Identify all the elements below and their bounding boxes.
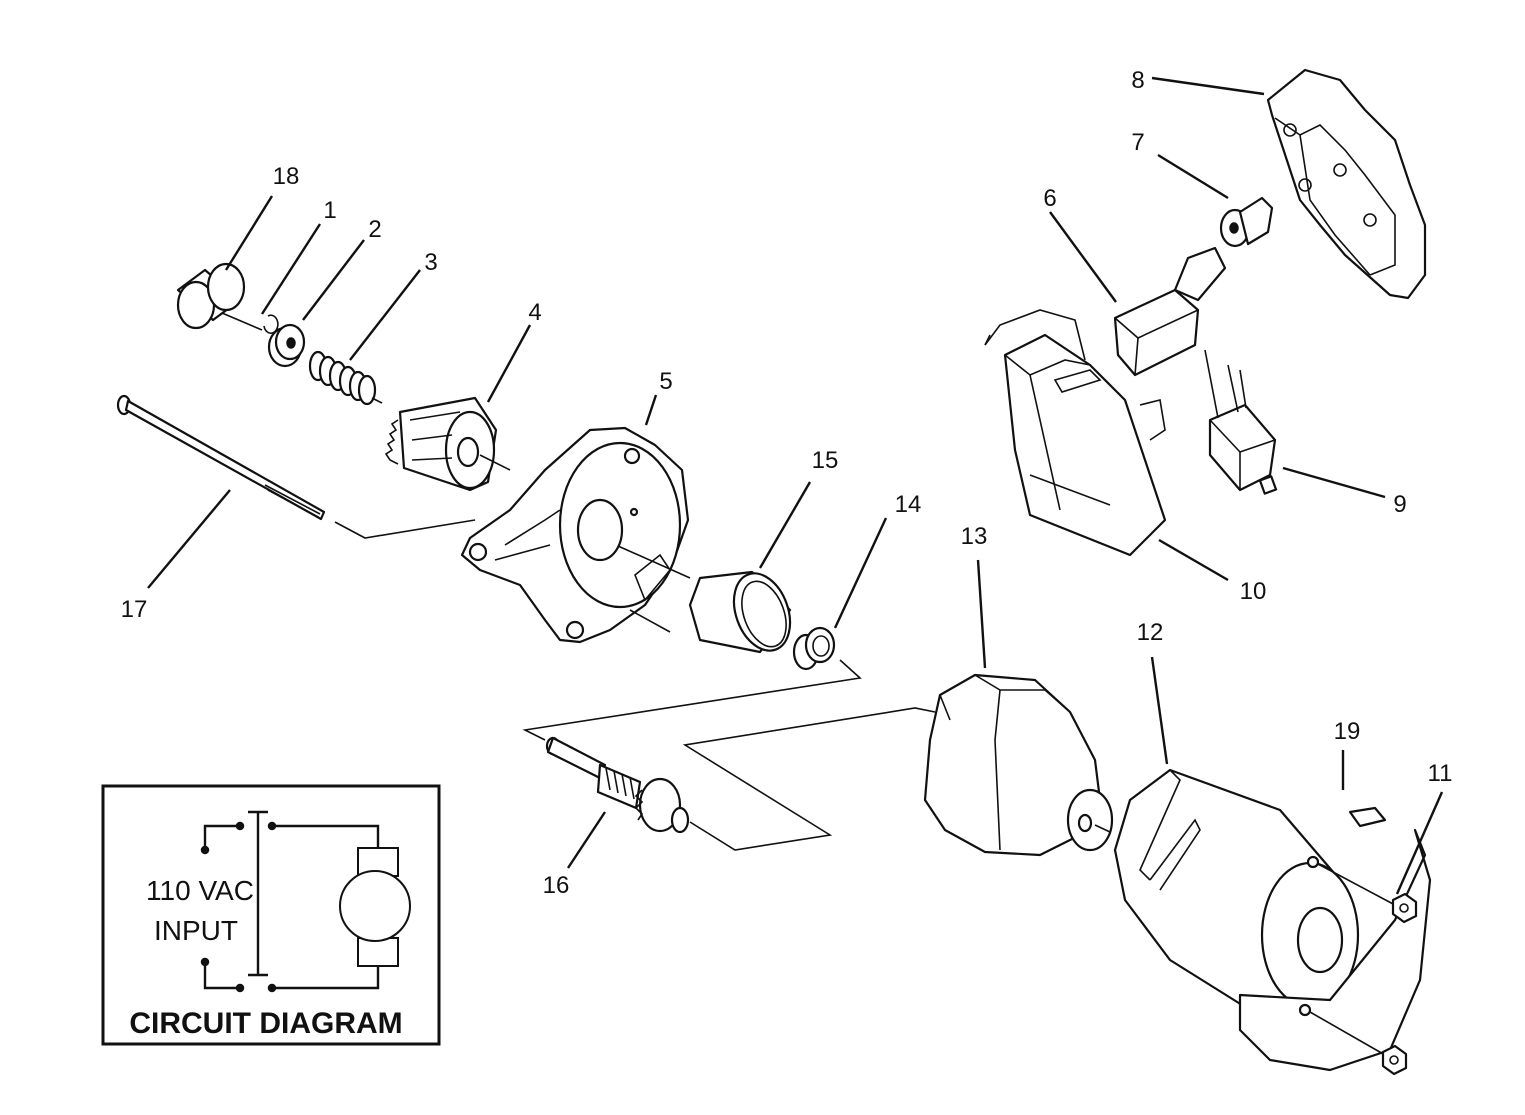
callout-7: 7 bbox=[1131, 129, 1144, 156]
callout-8: 8 bbox=[1131, 67, 1144, 94]
circuit-diagram-title: CIRCUIT DIAGRAM bbox=[129, 1007, 402, 1040]
part-7-lamp bbox=[1219, 196, 1274, 248]
part-18-bushing bbox=[176, 262, 246, 330]
part-9-connector bbox=[1204, 349, 1278, 495]
callout-3: 3 bbox=[424, 249, 437, 276]
leader-lines bbox=[147, 76, 1444, 895]
part-13-gearbox bbox=[923, 673, 1114, 857]
circuit-input-label-line1: 110 VAC bbox=[146, 875, 254, 906]
part-3-spring bbox=[221, 312, 383, 406]
part-19-clip bbox=[1348, 806, 1387, 828]
callout-4: 4 bbox=[528, 299, 541, 326]
callout-15: 15 bbox=[812, 447, 839, 474]
part-15-sleeve bbox=[688, 570, 792, 654]
part-16-shaft bbox=[545, 707, 936, 851]
part-6-switch-block bbox=[1113, 246, 1227, 377]
callout-1: 1 bbox=[323, 197, 336, 224]
callout-9: 9 bbox=[1393, 491, 1406, 518]
callout-6: 6 bbox=[1043, 185, 1056, 212]
callout-11: 11 bbox=[1428, 760, 1453, 787]
callout-numbers: 18 1 2 3 4 5 6 7 8 9 10 11 12 13 14 15 1… bbox=[121, 67, 1453, 899]
part-11-nuts bbox=[1381, 892, 1418, 1076]
part-1-snap-ring bbox=[263, 314, 279, 335]
part-17-bolt bbox=[116, 394, 476, 539]
callout-18: 18 bbox=[273, 163, 300, 190]
callout-13: 13 bbox=[961, 523, 988, 550]
part-8-cover bbox=[1266, 68, 1427, 300]
callout-19: 19 bbox=[1334, 718, 1361, 745]
callout-12: 12 bbox=[1137, 619, 1164, 646]
callout-2: 2 bbox=[368, 216, 381, 243]
callout-5: 5 bbox=[659, 368, 672, 395]
circuit-diagram: 110 VAC INPUT CIRCUIT DIAGRAM bbox=[101, 784, 441, 1046]
callout-17: 17 bbox=[121, 596, 148, 623]
part-14-bushing bbox=[522, 626, 862, 741]
part-5-housing bbox=[460, 426, 691, 644]
circuit-input-label-line2: INPUT bbox=[154, 915, 238, 946]
part-4-gear bbox=[384, 396, 511, 492]
part-12-motor bbox=[1113, 768, 1432, 1072]
part-10-switch-housing bbox=[984, 309, 1167, 557]
callout-10: 10 bbox=[1240, 578, 1267, 605]
callout-14: 14 bbox=[895, 491, 922, 518]
part-2-washer bbox=[267, 323, 306, 368]
callout-16: 16 bbox=[543, 872, 570, 899]
